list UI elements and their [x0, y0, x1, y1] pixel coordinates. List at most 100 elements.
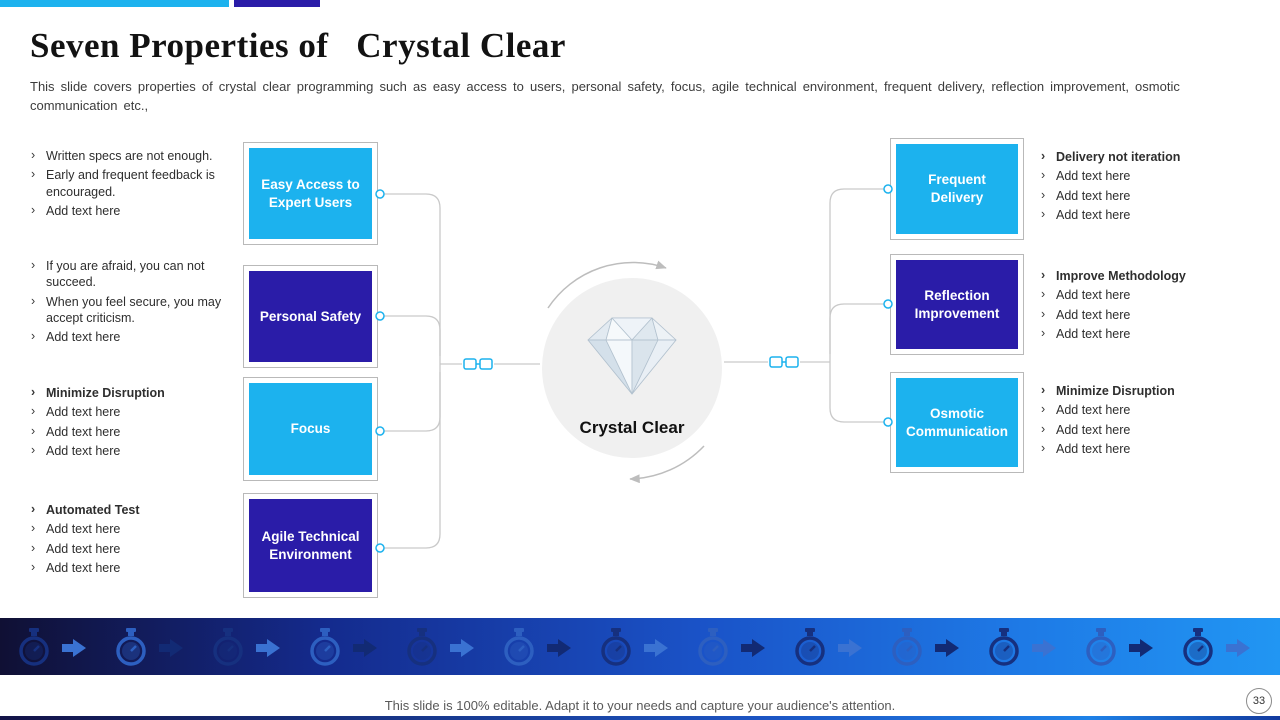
stopwatch-icon [698, 626, 728, 666]
arrow-icon [547, 639, 571, 657]
bullet-list-personal-safety: If you are afraid, you can not succeed. … [30, 257, 238, 348]
bullet-item: Add text here [1040, 167, 1245, 184]
property-box-osmotic-communication: Osmotic Communication [896, 378, 1018, 467]
bullet-text: Automated Test [46, 503, 140, 517]
arrow-icon [644, 639, 668, 657]
bullet-text: Add text here [1056, 288, 1131, 303]
bullet-text: Minimize Disruption [46, 386, 165, 400]
stopwatch-icon [504, 626, 534, 666]
bottom-banner [0, 618, 1280, 675]
stopwatch-icon [116, 626, 146, 666]
bullet-text: Add text here [46, 424, 121, 439]
property-box-frequent-delivery: Frequent Delivery [896, 144, 1018, 234]
arrow-icon [159, 639, 183, 657]
bullet-item: Minimize Disruption [30, 384, 238, 401]
stopwatch-icon [892, 626, 922, 666]
stopwatch-arrow-strip [19, 626, 1250, 666]
bullet-text: Add text here [1056, 403, 1131, 418]
bullet-item: Add text here [30, 442, 238, 459]
bullet-text: Add text here [1056, 441, 1131, 456]
bullet-item: Minimize Disruption [1040, 382, 1245, 399]
bullet-text: Minimize Disruption [1056, 384, 1175, 398]
bullet-item: Add text here [1040, 206, 1245, 223]
bullet-item: Add text here [30, 328, 238, 345]
bullet-text: Add text here [1056, 188, 1131, 203]
bullet-item: Add text here [30, 202, 238, 219]
bullet-text: Add text here [46, 203, 121, 218]
stopwatch-icon [989, 626, 1019, 666]
stopwatch-icon [601, 626, 631, 666]
bullet-item: Add text here [1040, 305, 1245, 323]
property-box-frame: Easy Access to Expert Users [243, 142, 378, 245]
diamond-icon [587, 317, 677, 395]
bullet-item: Add text here [1040, 401, 1245, 418]
stopwatch-icon [19, 626, 49, 666]
top-accent-cyan [0, 0, 229, 7]
bullet-text: Delivery not iteration [1056, 150, 1181, 164]
property-box-frame: Focus [243, 377, 378, 481]
stopwatch-icon [310, 626, 340, 666]
bullet-item: Improve Methodology [1040, 267, 1245, 284]
stopwatch-icon [213, 626, 243, 666]
bullet-list-frequent-delivery: Delivery not iteration Add text here Add… [1040, 148, 1245, 226]
page-number-badge: 33 [1246, 688, 1272, 714]
center-label: Crystal Clear [579, 418, 685, 437]
stopwatch-icon [795, 626, 825, 666]
property-box-reflection-improvement: Reflection Improvement [896, 260, 1018, 349]
bullet-list-focus: Minimize Disruption Add text here Add te… [30, 384, 238, 462]
bullet-text: Add text here [1056, 169, 1131, 184]
bullet-text: Add text here [46, 443, 121, 458]
bullet-text: Improve Methodology [1056, 269, 1186, 283]
property-box-frame: Frequent Delivery [890, 138, 1024, 240]
bullet-text: Add text here [1056, 307, 1131, 322]
property-box-focus: Focus [249, 383, 372, 475]
arrow-icon [353, 639, 377, 657]
arrow-icon [256, 639, 280, 657]
stopwatch-icon [1183, 626, 1213, 666]
arrow-icon [1129, 639, 1153, 657]
bullet-item: Add text here [30, 559, 238, 576]
property-box-agile-technical: Agile Technical Environment [249, 499, 372, 592]
property-box-frame: Personal Safety [243, 265, 378, 368]
stopwatch-icon [407, 626, 437, 666]
bullet-list-agile-technical: Automated Test Add text here Add text he… [30, 501, 238, 579]
arrow-icon [838, 639, 862, 657]
bullet-item: Add text here [1040, 420, 1245, 438]
bullet-item: Add text here [30, 403, 238, 420]
bullet-list-easy-access: Written specs are not enough. Early and … [30, 147, 238, 222]
bullet-text: Add text here [46, 330, 121, 344]
bullet-item: Add text here [1040, 325, 1245, 342]
bullet-item: Add text here [1040, 186, 1245, 204]
bullet-item: Add text here [30, 539, 238, 557]
bullet-list-osmotic-communication: Minimize Disruption Add text here Add te… [1040, 382, 1245, 460]
bullet-item: Delivery not iteration [1040, 148, 1245, 165]
bullet-item: Add text here [30, 422, 238, 440]
page-title: Seven Properties of Crystal Clear [30, 26, 566, 65]
bullet-text: Add text here [46, 560, 121, 575]
bullet-text: If you are afraid, you can not succeed. [46, 259, 205, 290]
bullet-item: Add text here [1040, 286, 1245, 303]
bullet-item: Add text here [30, 520, 238, 537]
property-box-frame: Reflection Improvement [890, 254, 1024, 355]
bullet-item: Early and frequent feedback is encourage… [30, 166, 238, 200]
top-accent-indigo [234, 0, 320, 7]
bullet-text: Add text here [1056, 422, 1131, 437]
arrow-icon [1226, 639, 1250, 657]
stopwatch-icon [1086, 626, 1116, 666]
bullet-text: Written specs are not enough. [46, 149, 213, 163]
bullet-list-reflection-improvement: Improve Methodology Add text here Add te… [1040, 267, 1245, 345]
bullet-text: Add text here [46, 522, 121, 537]
bullet-item: If you are afraid, you can not succeed. [30, 257, 238, 291]
arrow-icon [935, 639, 959, 657]
property-box-personal-safety: Personal Safety [249, 271, 372, 362]
bullet-text: Early and frequent feedback is encourage… [46, 168, 215, 199]
bullet-text: Add text here [1056, 326, 1131, 341]
bullet-text: When you feel secure, you may accept cri… [46, 294, 222, 325]
property-box-frame: Osmotic Communication [890, 372, 1024, 473]
arrow-icon [1032, 639, 1056, 657]
arrow-icon [62, 639, 86, 657]
bullet-text: Add text here [46, 541, 121, 556]
arrow-icon [741, 639, 765, 657]
bullet-item: Automated Test [30, 501, 238, 518]
arrow-icon [450, 639, 474, 657]
